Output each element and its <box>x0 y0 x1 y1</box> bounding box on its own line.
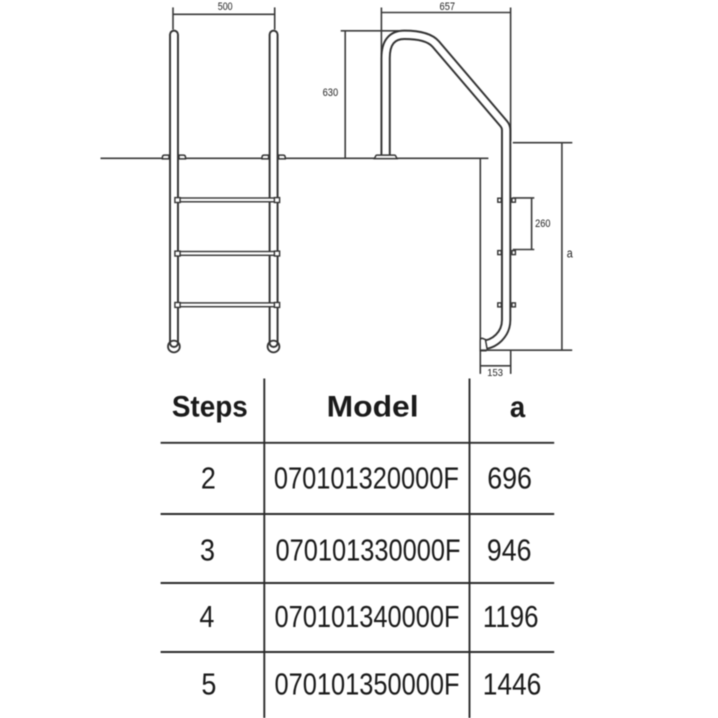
svg-text:070101340000F: 070101340000F <box>275 600 460 634</box>
svg-text:070101350000F: 070101350000F <box>275 667 460 701</box>
svg-text:2: 2 <box>201 461 216 495</box>
svg-text:260: 260 <box>535 218 550 230</box>
svg-text:070101330000F: 070101330000F <box>276 534 461 568</box>
svg-text:4: 4 <box>199 600 214 634</box>
svg-text:1196: 1196 <box>483 600 539 634</box>
svg-text:946: 946 <box>487 534 532 568</box>
svg-text:a: a <box>567 246 574 261</box>
svg-text:630: 630 <box>323 87 339 99</box>
svg-text:500: 500 <box>218 1 233 13</box>
svg-text:a: a <box>510 391 526 424</box>
svg-text:3: 3 <box>200 534 215 568</box>
svg-text:1446: 1446 <box>483 667 542 701</box>
svg-text:Model: Model <box>327 390 419 423</box>
svg-text:070101320000F: 070101320000F <box>274 461 459 495</box>
svg-text:5: 5 <box>201 667 216 701</box>
svg-text:Steps: Steps <box>172 390 248 423</box>
svg-text:153: 153 <box>487 367 503 379</box>
svg-text:657: 657 <box>440 1 456 13</box>
svg-text:696: 696 <box>487 461 532 495</box>
